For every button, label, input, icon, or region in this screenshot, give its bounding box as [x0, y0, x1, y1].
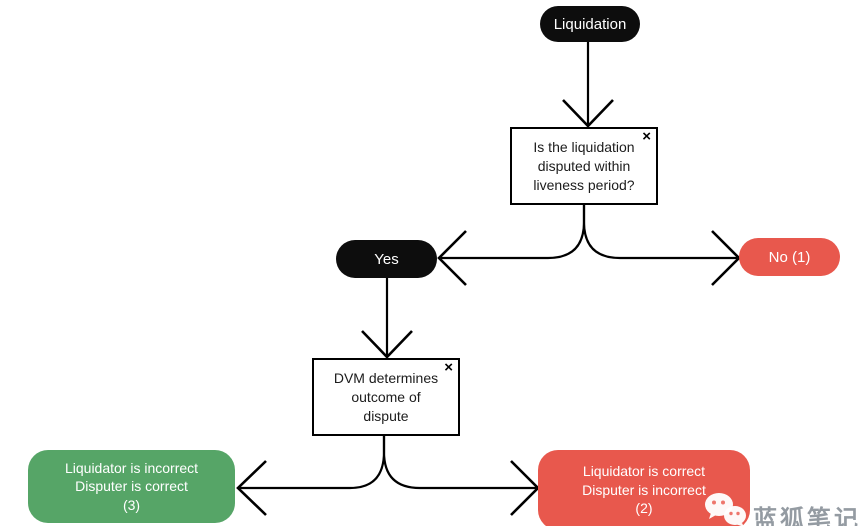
node-yes-label: Yes [374, 250, 399, 268]
connector-dvm-to-outcome-left [240, 435, 386, 490]
arrowhead-into-outcome-left [236, 460, 267, 516]
connector-question-to-yes [441, 204, 586, 260]
node-dvm[interactable]: DVM determines outcome of dispute × [312, 358, 460, 436]
watermark-text: 蓝狐笔记 [753, 506, 861, 526]
connector-question-to-no [582, 204, 737, 260]
close-icon[interactable]: × [642, 128, 651, 145]
node-dvm-label: DVM determines outcome of dispute [333, 369, 439, 424]
node-liquidation-label: Liquidation [553, 15, 627, 33]
node-outcome-right-label: Liquidator is correct Disputer is incorr… [582, 463, 706, 517]
node-liquidation[interactable]: Liquidation [540, 6, 640, 42]
node-question-liveness[interactable]: Is the liquidation disputed within liven… [510, 127, 658, 205]
watermark: 蓝狐笔记 [703, 491, 861, 526]
node-outcome-disputer-correct[interactable]: Liquidator is incorrect Disputer is corr… [28, 450, 235, 523]
node-no-label: No (1) [768, 248, 811, 266]
arrowhead-into-question [562, 99, 614, 128]
node-outcome-left-label: Liquidator is incorrect Disputer is corr… [64, 459, 199, 513]
node-yes[interactable]: Yes [336, 240, 437, 278]
arrowhead-into-dvm [361, 330, 413, 359]
node-no[interactable]: No (1) [739, 238, 840, 276]
wechat-icon [705, 493, 746, 526]
connector-dvm-to-outcome-right [382, 435, 536, 490]
close-icon[interactable]: × [444, 359, 453, 376]
node-question-label: Is the liquidation disputed within liven… [533, 138, 635, 193]
arrowhead-into-yes [437, 230, 467, 286]
